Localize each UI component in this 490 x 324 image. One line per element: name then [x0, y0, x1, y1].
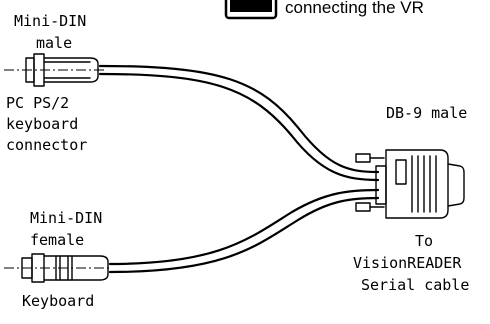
label-mini-din-male-line1: Mini-DIN [14, 12, 86, 30]
label-db9-male: DB-9 male [386, 104, 467, 122]
label-mini-din-female-line2: female [30, 231, 84, 249]
label-to-line2: VisionREADER [353, 254, 462, 272]
label-pc-ps2-line3: connector [6, 136, 87, 154]
label-mini-din-female-line1: Mini-DIN [30, 209, 102, 227]
mini-din-male-connector-icon [4, 53, 104, 87]
label-keyboard: Keyboard [22, 292, 94, 310]
label-to-line1: To [415, 232, 433, 250]
label-mini-din-male-line2: male [36, 34, 72, 52]
db9-male-connector-icon [355, 149, 465, 219]
header-caption: connecting the VR [285, 0, 424, 17]
mini-din-female-connector-icon [4, 253, 112, 283]
label-pc-ps2-line1: PC PS/2 [6, 94, 69, 112]
label-to-line3: Serial cable [361, 276, 469, 294]
y-cable-icon [98, 64, 380, 274]
note-box-icon [224, 0, 278, 20]
label-pc-ps2-line2: keyboard [6, 115, 78, 133]
